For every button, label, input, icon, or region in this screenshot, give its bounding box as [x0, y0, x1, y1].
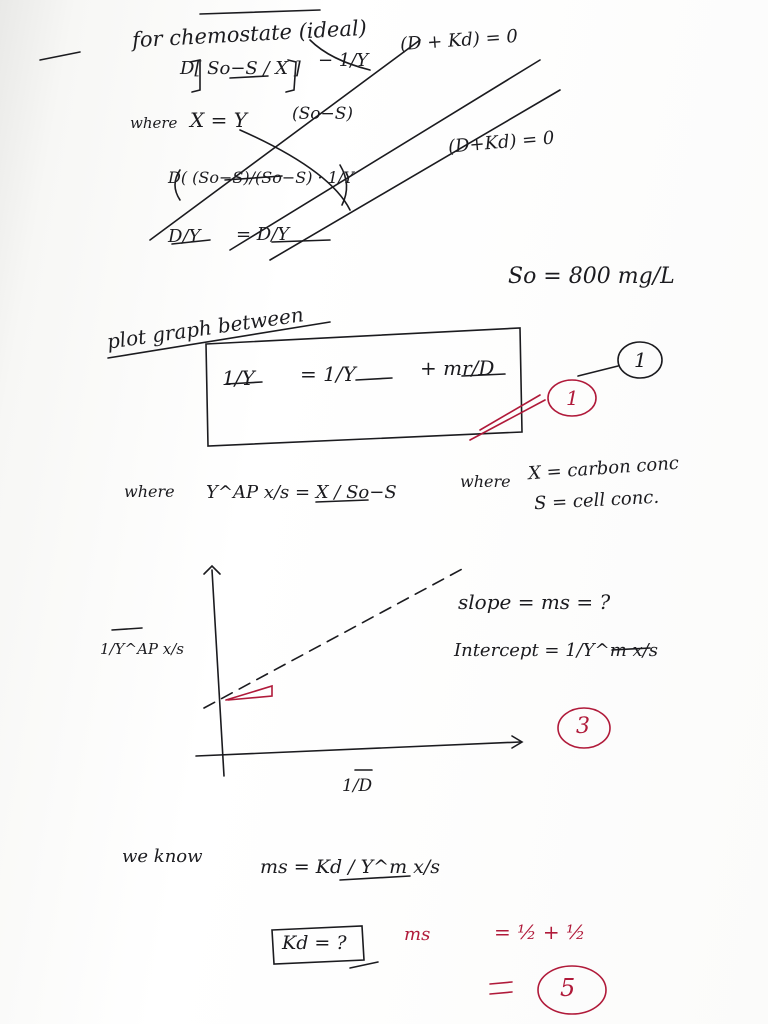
bracket-left [189, 59, 201, 93]
ylabel-fraction-bar [111, 627, 143, 631]
eq3-lhs: D( (So−S)/(So−S) · 1/Y [168, 168, 354, 187]
slope-label: slope = ms = ? [458, 590, 611, 614]
red-equals [489, 981, 513, 995]
graph-x-axis-label: 1/D [342, 776, 373, 796]
fraction-bar-4 [271, 239, 331, 243]
x-axis [195, 741, 521, 757]
where-1: where [130, 114, 178, 132]
eq1-rhs: − 1/Y [318, 50, 369, 71]
red-cross-2 [479, 394, 541, 431]
circle-1a-label: 1 [634, 348, 647, 372]
paren-open [174, 169, 181, 201]
dashed-line [203, 567, 465, 709]
intercept-fraction-bar [611, 647, 651, 651]
ms-equation: ms = Kd / Y^m x/s [260, 856, 440, 878]
circle-5-label: 5 [560, 974, 576, 1002]
eq2: X = Y [190, 108, 247, 132]
circle-1-outline [617, 341, 663, 379]
x-axis-arrow [511, 735, 524, 749]
boxed-eq-mid: = 1/Y [300, 362, 356, 386]
intercept-label: Intercept = 1/Y^m x/s [454, 640, 658, 661]
eq2-tail: (So−S) [292, 104, 354, 124]
graph-y-axis-label: 1/Y^AP x/s [100, 640, 184, 658]
where-2: where [124, 482, 175, 501]
crossout-line-1 [149, 39, 421, 241]
eq4-lhs: D/Y [168, 226, 201, 247]
fraction-bar-3 [171, 239, 211, 245]
ms-fraction-bar [339, 875, 411, 881]
slope-triangle [225, 684, 273, 701]
ms-red-equation: = ½ + ½ [494, 920, 586, 944]
paren-close [339, 164, 348, 206]
kd-box [271, 925, 365, 965]
kd-underline [349, 961, 379, 969]
fraction-bar-2 [224, 175, 283, 181]
circle-3-label: 3 [576, 714, 590, 739]
yap-fraction-bar [315, 499, 369, 503]
box-fraction-1 [225, 381, 263, 385]
box-fraction-3 [461, 373, 506, 377]
top-edge-line [199, 9, 321, 15]
box-fraction-2 [355, 377, 393, 381]
equation-box [205, 327, 523, 447]
pointer-line [577, 365, 619, 377]
where-3: where [460, 472, 511, 491]
boxed-eq-rhs: + mr/D [420, 356, 495, 380]
eq4-rhs: = D/Y [236, 224, 290, 245]
red-cross-1 [469, 399, 546, 441]
we-know: we know [122, 846, 203, 867]
margin-mark [39, 51, 81, 61]
fraction-bar-1 [229, 75, 269, 79]
y-axis-arrow [203, 564, 221, 575]
circle-1b-label: 1 [566, 386, 579, 410]
yap-definition: Y^AP x/s = X / So−S [206, 482, 397, 503]
circle-3-outline [557, 707, 611, 749]
heading-underline [107, 321, 331, 359]
circle-5-outline [537, 965, 607, 1015]
y-axis [211, 569, 225, 777]
eq1-lhs: D[ So−S / X ] [180, 58, 301, 79]
bracket-right [285, 59, 297, 93]
circle-1b-outline [547, 379, 597, 417]
boxed-eq-lhs: 1/Y [222, 366, 255, 390]
crossout-curve-2 [309, 39, 371, 71]
so-value: So = 800 mg/L [508, 264, 675, 289]
ms-red: ms [404, 924, 431, 945]
kd-box-text: Kd = ? [282, 932, 347, 954]
crossout-line-3 [269, 89, 561, 261]
crossout-line-2 [229, 59, 541, 251]
